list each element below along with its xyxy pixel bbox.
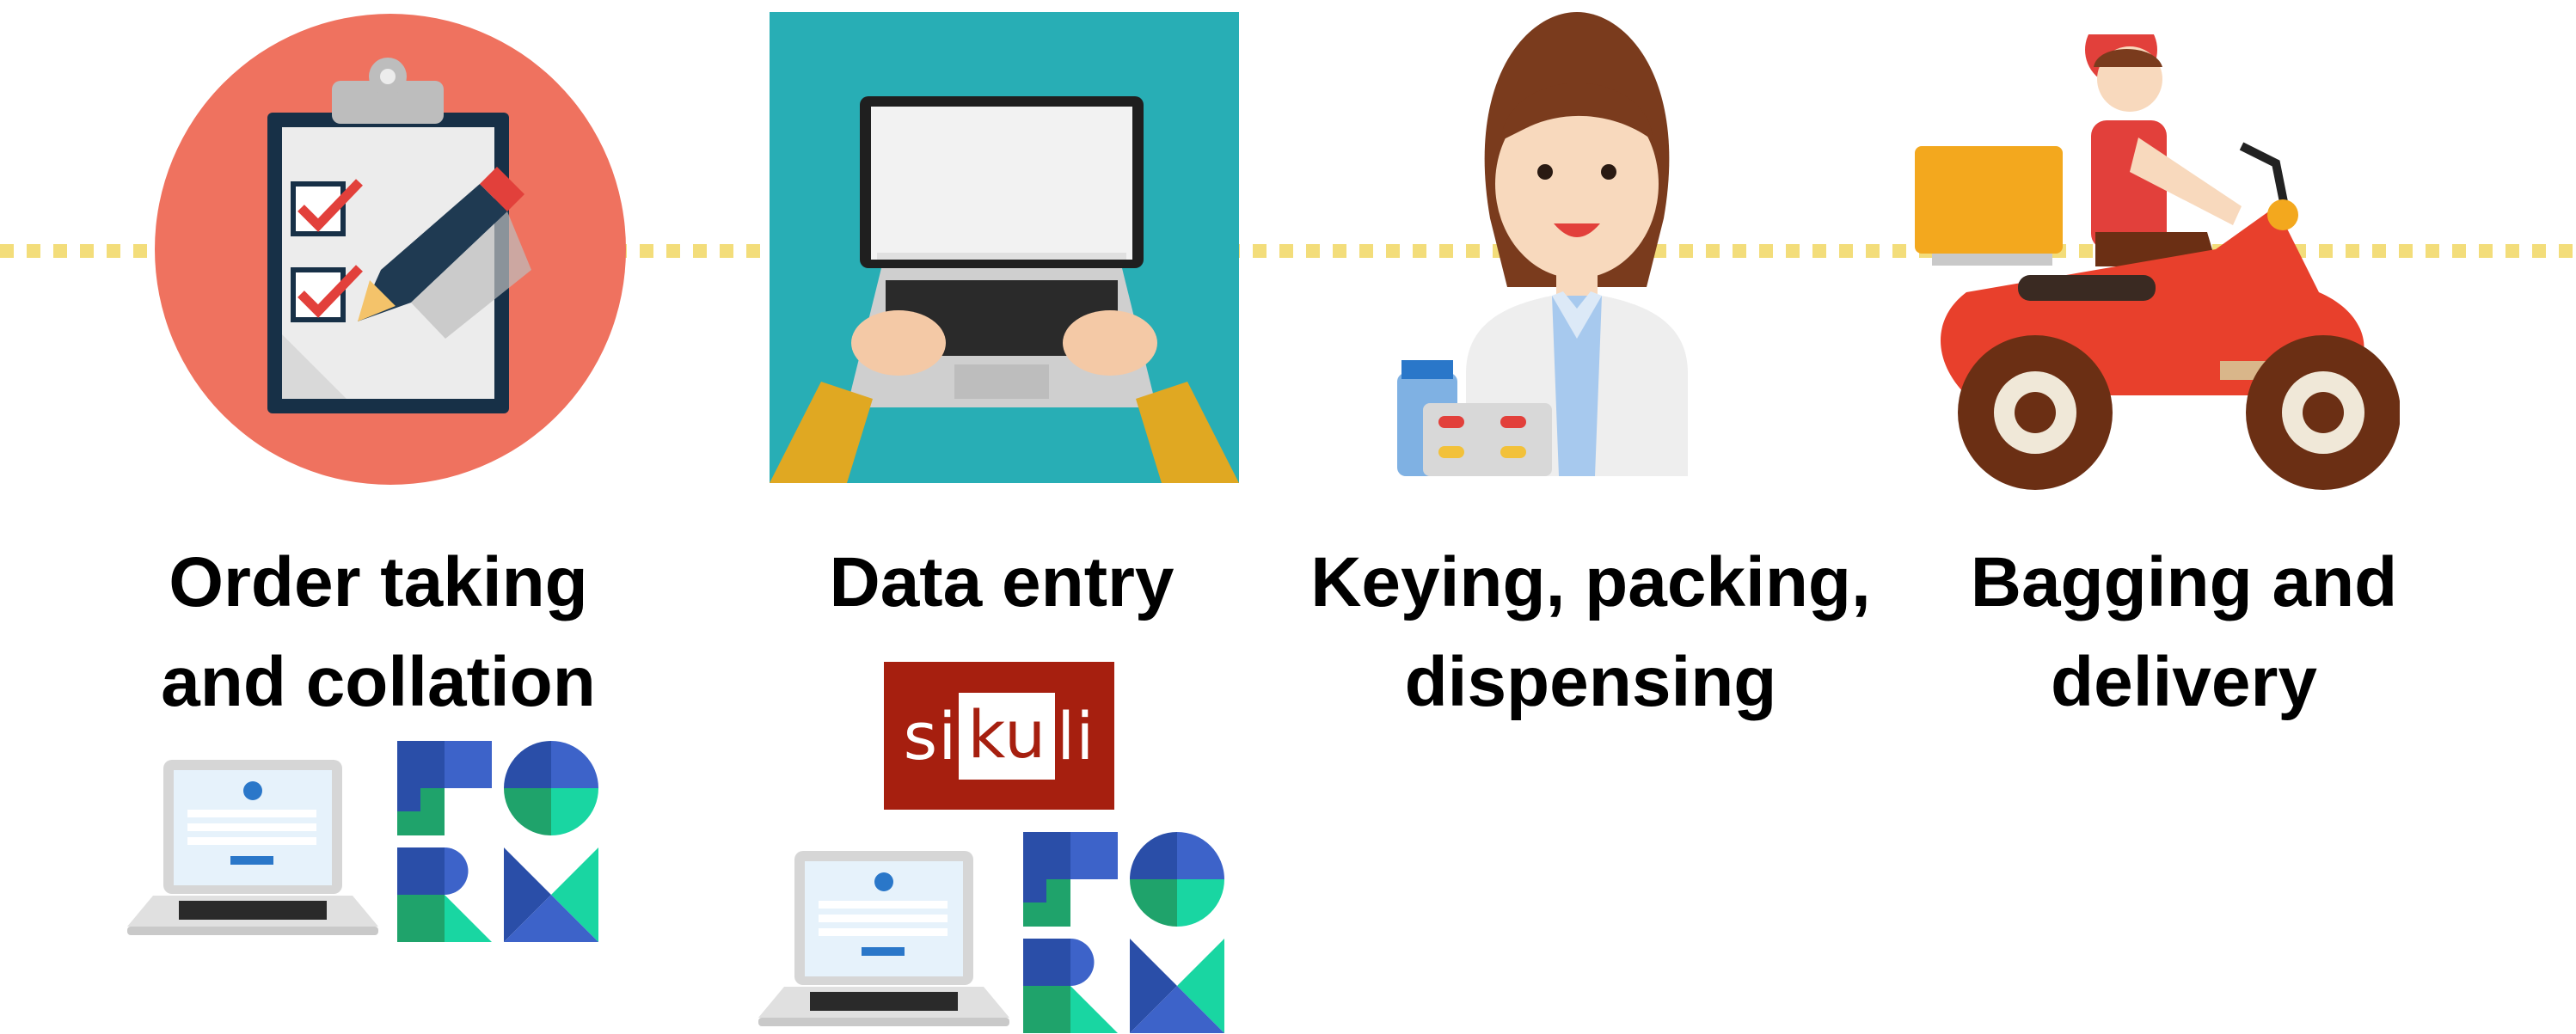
step-label-line: delivery — [2051, 643, 2317, 721]
step-label-line: Data entry — [829, 543, 1175, 621]
laptop-form-icon — [127, 758, 378, 937]
step-label-line: Keying, packing, — [1310, 543, 1871, 621]
step-label-data-entry: Data entry — [744, 533, 1260, 633]
clipboard-checklist-icon — [153, 12, 628, 486]
step-label-line: Order taking — [169, 543, 588, 621]
laptop-typing-icon — [770, 12, 1239, 483]
sikuli-logo-text: ku — [959, 692, 1056, 780]
delivery-scooter-icon — [1915, 34, 2400, 495]
step-label-line: and collation — [161, 643, 596, 721]
sikuli-logo-text: li — [1057, 697, 1095, 774]
sikuli-logo-text: si — [903, 697, 958, 774]
laptop-form-icon — [758, 849, 1009, 1028]
step-label-delivery: Bagging and delivery — [1926, 533, 2442, 732]
step-label-order-taking: Order taking and collation — [120, 533, 636, 732]
step-label-keying: Keying, packing, dispensing — [1290, 533, 1892, 732]
step-label-line: dispensing — [1404, 643, 1777, 721]
form-logo-icon — [1023, 832, 1224, 1033]
form-logo-icon — [397, 741, 598, 942]
pharmacist-icon — [1397, 12, 1757, 476]
step-label-line: Bagging and — [1970, 543, 2398, 621]
